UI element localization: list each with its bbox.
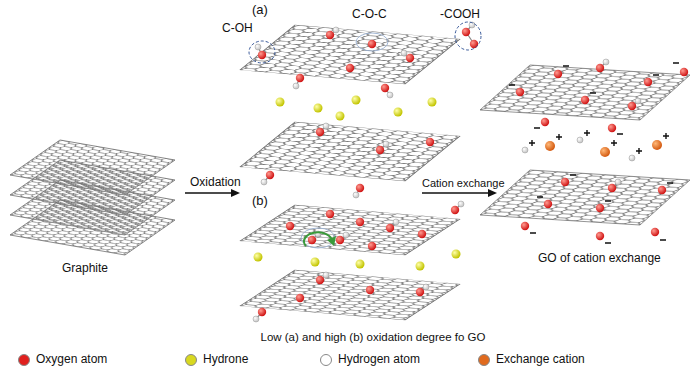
arrow-label: Oxidation — [190, 176, 241, 190]
legend-swatch — [18, 354, 30, 366]
group-label: C-OH — [222, 22, 253, 36]
graphite-stack — [10, 140, 175, 255]
legend-text: Hydrogen atom — [338, 353, 420, 367]
legend-swatch — [185, 354, 197, 366]
legend-text: Oxygen atom — [36, 353, 107, 367]
caption-text: Low (a) and high (b) oxidation degree fo… — [260, 331, 485, 344]
subfigure-label: (a) — [252, 3, 268, 18]
legend-item: Hydrogen atom — [320, 353, 420, 367]
legend-item: Hydrone — [185, 353, 248, 367]
go-sheets-low-oxidation — [240, 22, 481, 198]
legend-text: Exchange cation — [496, 353, 585, 367]
legend-item: Exchange cation — [478, 353, 585, 367]
charge-signs — [509, 63, 679, 243]
legend-swatch — [478, 354, 490, 366]
arrow-label: Cation exchange — [422, 177, 505, 190]
legend-item: Oxygen atom — [18, 353, 107, 367]
figure-label: Graphite — [62, 262, 108, 276]
legend-text: Hydrone — [203, 353, 248, 367]
process-arrow — [185, 189, 497, 197]
subfigure-label: (b) — [252, 194, 268, 209]
figure-label: GO of cation exchange — [538, 252, 661, 266]
go-sheets-cation-exchange — [480, 59, 690, 243]
group-label: -COOH — [440, 8, 480, 22]
legend-swatch — [320, 354, 332, 366]
go-sheets-high-oxidation — [240, 201, 464, 322]
group-label: C-O-C — [352, 8, 387, 22]
